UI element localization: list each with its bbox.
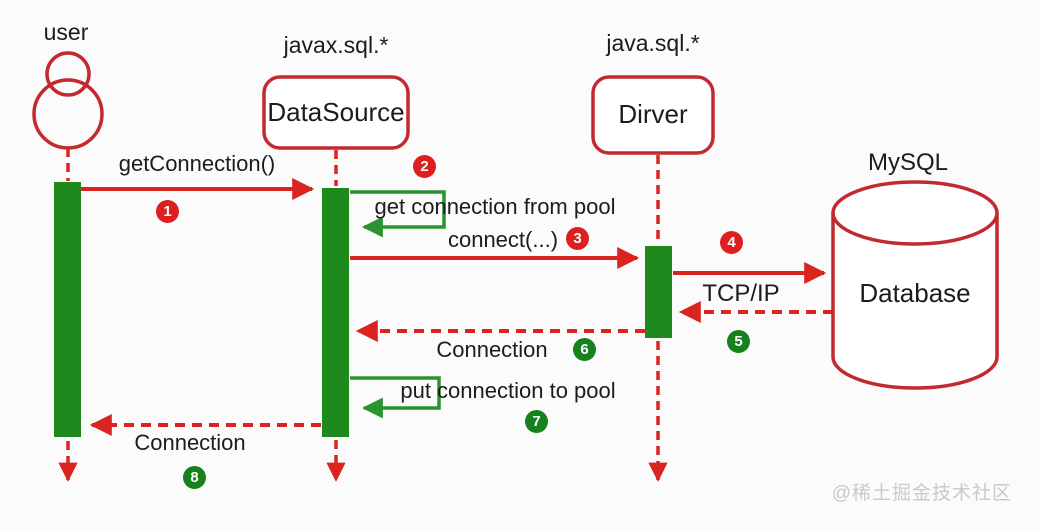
- loop-get-from-pool: [350, 190, 446, 238]
- msg-connection6-label: Connection: [436, 337, 548, 362]
- step-badge-3: 3: [566, 227, 589, 250]
- msg-tcpip-label: TCP/IP: [702, 280, 780, 307]
- driver-box: [591, 75, 715, 155]
- loop-put-to-pool: [350, 376, 441, 419]
- step-badge-4: 4: [720, 231, 743, 254]
- step-badge-1: 1: [156, 200, 179, 223]
- user-activation-bar: [54, 182, 81, 437]
- step-badge-8: 8: [183, 466, 206, 489]
- driver-package-label: java.sql.*: [606, 30, 700, 56]
- step-badge-7: 7: [525, 410, 548, 433]
- step-badge-6: 6: [573, 338, 596, 361]
- user-label: user: [43, 19, 89, 45]
- user-actor-icon: [32, 51, 104, 150]
- msg-put-to-pool-label: put connection to pool: [400, 378, 616, 403]
- database-cylinder: [831, 180, 999, 390]
- driver-activation-bar: [645, 246, 672, 338]
- step-badge-2: 2: [413, 155, 436, 178]
- mysql-label: MySQL: [867, 149, 949, 176]
- datasource-name: DataSource: [267, 97, 405, 127]
- msg-get-from-pool-label: get connection from pool: [374, 194, 616, 219]
- lifelines: [58, 148, 668, 482]
- msg-getconnection-label: getConnection(): [118, 151, 276, 176]
- datasource-box: [262, 75, 410, 150]
- step-badge-5: 5: [727, 330, 750, 353]
- database-name: Database: [859, 278, 971, 308]
- self-loops: [350, 190, 446, 419]
- datasource-activation-bar: [322, 188, 349, 437]
- msg-connect-label: connect(...): [447, 227, 559, 252]
- msg-connection8-label: Connection: [134, 430, 246, 455]
- datasource-package-label: javax.sql.*: [283, 32, 389, 58]
- message-arrows: [81, 178, 833, 436]
- watermark: @稀土掘金技术社区: [831, 483, 1012, 504]
- driver-name: Dirver: [618, 99, 688, 129]
